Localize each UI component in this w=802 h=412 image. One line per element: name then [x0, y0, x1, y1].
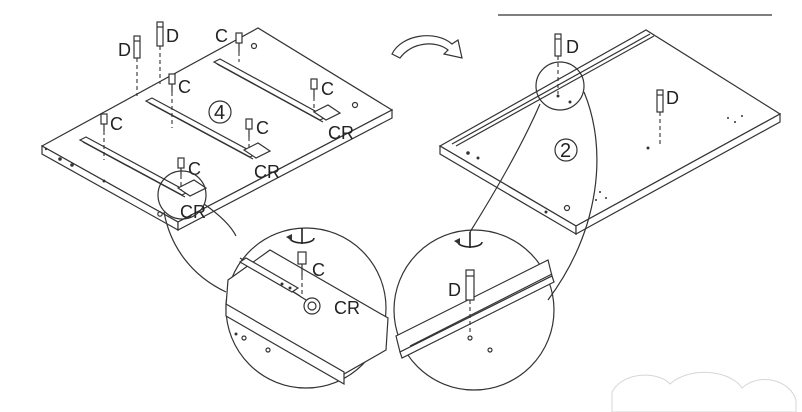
cam-screw-left-1: [235, 32, 243, 62]
label-cam-screw-left-1: C: [215, 26, 228, 46]
detail-circle-left: [225, 227, 389, 389]
step-number-left: 4: [214, 102, 225, 124]
rail-3: [212, 58, 342, 123]
label-cam-screw-left-4: C: [110, 114, 123, 134]
label-cam-screw-left-2: C: [178, 77, 191, 97]
label-dowel-right-2: D: [666, 88, 679, 108]
dowel-left-2: [156, 21, 164, 84]
label-cam-receiver-left-1: CR: [328, 123, 354, 143]
label-dowel-right-1: D: [566, 37, 579, 57]
label-cam-receiver-left-2: CR: [254, 162, 280, 182]
step-number-right: 2: [560, 140, 571, 162]
label-cam-screw-left-3: C: [321, 79, 334, 99]
dowel-right-1: [554, 33, 562, 94]
rail-2: [144, 97, 272, 160]
cam-screw-left-2: [168, 73, 176, 128]
cam-screw-left-5: [245, 118, 253, 150]
label-dowel-detail: D: [448, 280, 461, 300]
label-dowel-left-2: D: [166, 26, 179, 46]
cam-screw-left-3: [310, 78, 318, 112]
rotate-arrow-icon: [391, 35, 463, 59]
screwdriver-icon: [454, 232, 483, 248]
label-dowel-left-1: D: [118, 40, 131, 60]
right-panel-board: [438, 29, 782, 236]
cam-screw-left-4: [100, 113, 108, 160]
detail-callout-left-small: [157, 170, 207, 220]
label-cam-screw-left-6: C: [188, 159, 201, 179]
detail-circle-right: [393, 229, 555, 391]
dowel-right-2: [656, 89, 664, 146]
label-cam-screw-left-5: C: [256, 118, 269, 138]
dowel-left-1: [133, 35, 141, 96]
step-marker-right: 2: [554, 138, 578, 162]
cloud-decoration: [611, 371, 797, 412]
label-cam-screw-detail: C: [312, 260, 325, 280]
detail-callout-right-small: [535, 61, 585, 111]
left-panel-board: [40, 27, 394, 232]
step-marker-left: 4: [208, 100, 232, 124]
label-cam-receiver-detail: CR: [334, 298, 360, 318]
screwdriver-icon: [286, 228, 315, 244]
label-cam-receiver-left-3: CR: [180, 202, 206, 222]
rail-1: [78, 136, 208, 198]
